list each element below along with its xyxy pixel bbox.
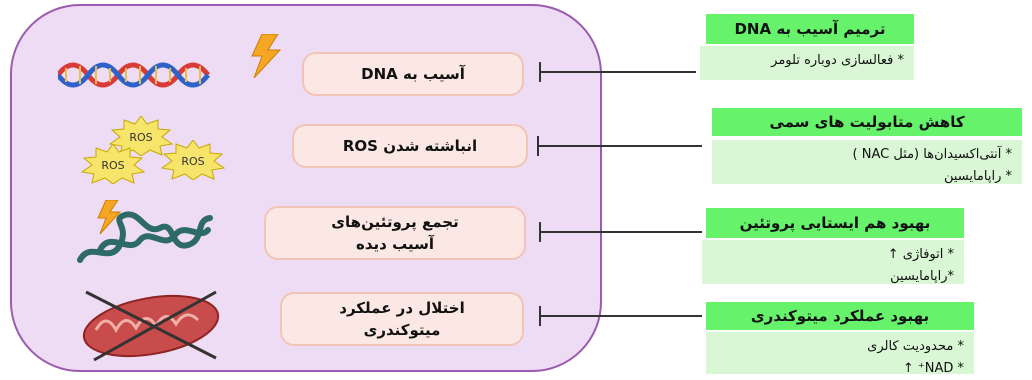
intervention-item: * فعالسازی دوباره تلومر [771,53,904,68]
ros-label: ROS [129,131,152,144]
damage-box-mitochondria: اختلال در عملکرد میتوکندری [280,292,524,346]
mitochondrion-icon [82,290,220,362]
damage-label-dna: آسیب به DNA [361,65,465,83]
dna-helix-icon [58,62,210,88]
damage-label-ros: انباشته شدن ROS [342,137,478,155]
intervention-body-protein: * اتوفاژی ↑ *راپامایسین [702,240,964,284]
intervention-item: *راپامایسین [890,269,954,284]
ros-burst-icon: ROS [80,144,146,184]
intervention-item: * راپامایسین [943,169,1012,184]
lightning-icon [251,34,282,78]
intervention-item: * آنتی‌اکسیدان‌ها (مثل NAC ) [852,147,1013,162]
ros-burst-icon: ROS [108,116,174,156]
ros-burst-icon: ROS [160,140,226,180]
intervention-title-ros: کاهش متابولیت های سمی [712,108,1022,136]
intervention-body-ros: * آنتی‌اکسیدان‌ها (مثل NAC ) * راپامایسی… [712,140,1022,184]
intervention-item: * NAD⁺ ↑ [902,361,964,376]
intervention-title-mitochondria: بهبود عملکرد میتوکندری [706,302,974,330]
damage-box-ros: انباشته شدن ROS [292,124,528,168]
intervention-body-dna: * فعالسازی دوباره تلومر [700,46,914,80]
damage-box-dna: آسیب به DNA [302,52,524,96]
intervention-title-dna: ترمیم آسیب به DNA [706,14,914,44]
ros-label: ROS [101,159,124,172]
damaged-protein-icon [77,200,213,263]
intervention-item: * محدودیت کالری [867,339,964,354]
intervention-title-protein: بهبود هم ایستایی پروتئین [706,208,964,238]
damage-box-protein: تجمع پروتئین‌های آسیب دیده [264,206,526,260]
damage-label-mito-line1: اختلال در عملکرد [339,299,465,317]
intervention-item: * اتوفاژی ↑ [887,247,954,262]
intervention-body-mitochondria: * محدودیت کالری * NAD⁺ ↑ [706,332,974,376]
damage-label-mito-line2: میتوکندری [363,321,441,339]
damage-label-protein-line1: تجمع پروتئین‌های [331,213,459,231]
ros-label: ROS [181,155,204,168]
damage-label-protein-line2: آسیب دیده [356,235,434,253]
